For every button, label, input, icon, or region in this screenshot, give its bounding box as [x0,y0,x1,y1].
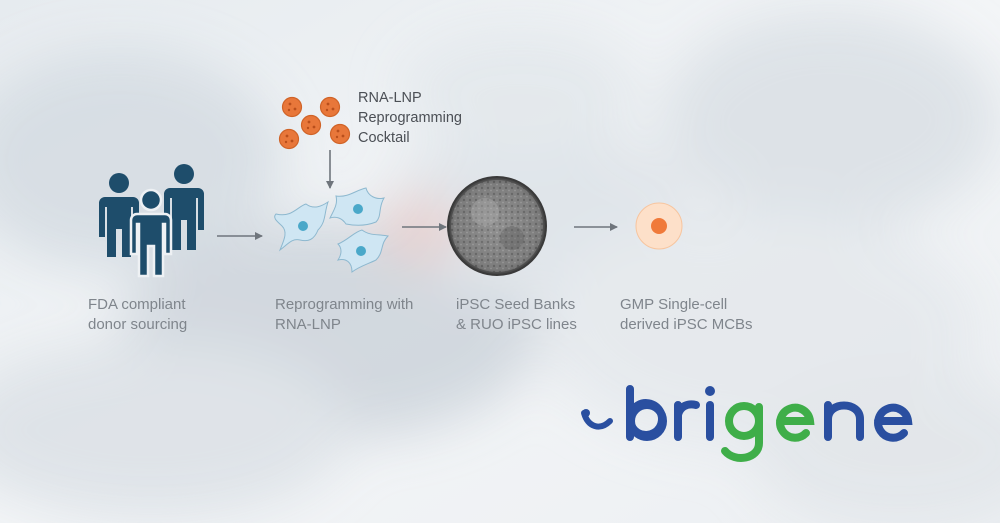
cocktail-label: RNA-LNP Reprogramming Cocktail [358,88,462,148]
step-label-donor-sourcing: FDA compliant donor sourcing [88,295,187,335]
fibroblast-cells-icon [274,187,390,273]
cell-nucleus-icon [298,204,366,256]
step-label-line: Reprogramming with [275,296,414,313]
single-cell-icon [635,202,683,250]
rna-lnp-particles-icon [278,96,351,150]
cocktail-label-line: Reprogramming [358,110,462,126]
people-group-icon [99,164,204,278]
step-label-line: FDA compliant [88,296,186,313]
step-label-gmp-mcbs: GMP Single-cell derived iPSC MCBs [620,295,753,335]
cocktail-label-line: Cocktail [358,130,410,146]
step-label-line: derived iPSC MCBs [620,316,753,333]
step-label-line: & RUO iPSC lines [456,316,577,333]
step-label-seed-banks: iPSC Seed Banks & RUO iPSC lines [456,295,577,335]
step-label-line: donor sourcing [88,316,188,333]
step-label-line: GMP Single-cell [620,296,728,313]
cocktail-label-line: RNA-LNP [358,90,422,106]
brigene-logo: brigene [581,385,913,462]
ipsc-colony-dish-icon [447,176,547,276]
step-label-line: iPSC Seed Banks [456,296,576,313]
step-label-reprogramming: Reprogramming with RNA-LNP [275,295,413,335]
step-label-line: RNA-LNP [275,316,341,333]
